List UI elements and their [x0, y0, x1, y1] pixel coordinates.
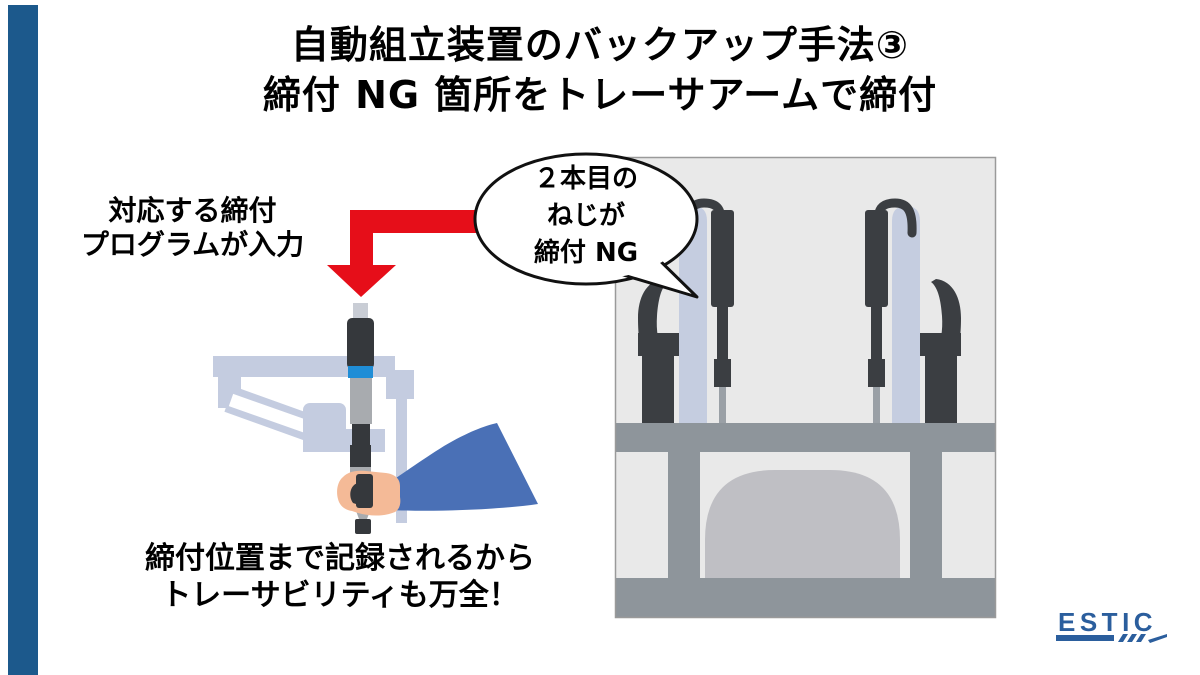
arm-right-block: [386, 370, 414, 399]
workpiece-dome: [705, 470, 900, 578]
unit-spindle-narrow: [717, 307, 728, 361]
arm-link-inner: [228, 393, 319, 437]
operator-sleeve: [383, 423, 538, 511]
estic-logo-slash-1: [1118, 634, 1128, 642]
tool-top-nub: [353, 303, 368, 320]
left-accent-bar: [8, 5, 38, 675]
tool-mid-section: [352, 424, 370, 446]
program-input-label-line-1: 対応する締付: [108, 194, 277, 227]
tracer-arm-illustration: [213, 303, 538, 534]
unit-rail: [679, 206, 707, 423]
title-line-1: 自動組立装置のバックアップ手法③: [290, 23, 910, 67]
traceability-caption: 締付位置まで記録されるから トレーサビリティも万全！: [120, 540, 560, 614]
estic-logo-slash-2: [1127, 634, 1137, 642]
tool-handle: [356, 474, 373, 508]
bubble-line-2: ねじが: [546, 201, 625, 231]
caption-line-1: 締付位置まで記録されるから: [145, 541, 535, 576]
tool-lower-body: [350, 445, 371, 470]
red-arrow: [327, 210, 505, 297]
program-input-label-line-2: プログラムが入力: [80, 228, 305, 261]
program-input-label: 対応する締付 プログラムが入力: [60, 194, 325, 262]
bench-left-post: [668, 452, 700, 578]
bench-bottom-beam: [616, 578, 995, 617]
bench-right-post: [910, 452, 942, 578]
bench-top-beam: [616, 423, 995, 452]
tool-blue-band: [348, 366, 373, 378]
bubble-line-1: ２本目の: [533, 164, 638, 194]
unit-bracket-foot: [638, 333, 681, 356]
title-line-2: 締付 NG 箇所をトレーサアームで締付: [262, 73, 938, 117]
tool-bit: [355, 519, 371, 534]
page-title: 自動組立装置のバックアップ手法③ 締付 NG 箇所をトレーサアームで締付: [180, 20, 1020, 120]
estic-logo-text: ESTIC: [1058, 607, 1157, 637]
speech-bubble-label: ２本目の ねじが 締付 NG: [476, 161, 696, 272]
estic-logo-underline-right: [1148, 634, 1167, 643]
unit-bracket-post: [642, 356, 674, 423]
unit-spindle-connector: [714, 359, 731, 387]
tool-trigger: [350, 483, 359, 505]
arm-tool-holder: [303, 429, 385, 452]
bubble-line-3: 締付 NG: [533, 238, 639, 268]
auto-screwdriver-unit-left: [638, 198, 734, 424]
estic-logo-slash-3: [1136, 634, 1146, 642]
speech-bubble: [473, 152, 699, 299]
machine-panel-border: [614, 156, 997, 619]
caption-line-2: トレーサビリティも万全！: [161, 578, 519, 613]
red-arrow-shape: [327, 210, 505, 297]
tool-gray-body: [350, 378, 372, 424]
arm-vertical-rod: [396, 398, 407, 523]
estic-logo-underline: [1056, 635, 1114, 641]
unit-spindle-bit: [719, 387, 726, 424]
tool-upper-body: [347, 318, 374, 369]
estic-logo: ESTIC: [1056, 607, 1167, 643]
unit-spindle: [711, 210, 734, 307]
speech-bubble-mask: [479, 158, 693, 280]
